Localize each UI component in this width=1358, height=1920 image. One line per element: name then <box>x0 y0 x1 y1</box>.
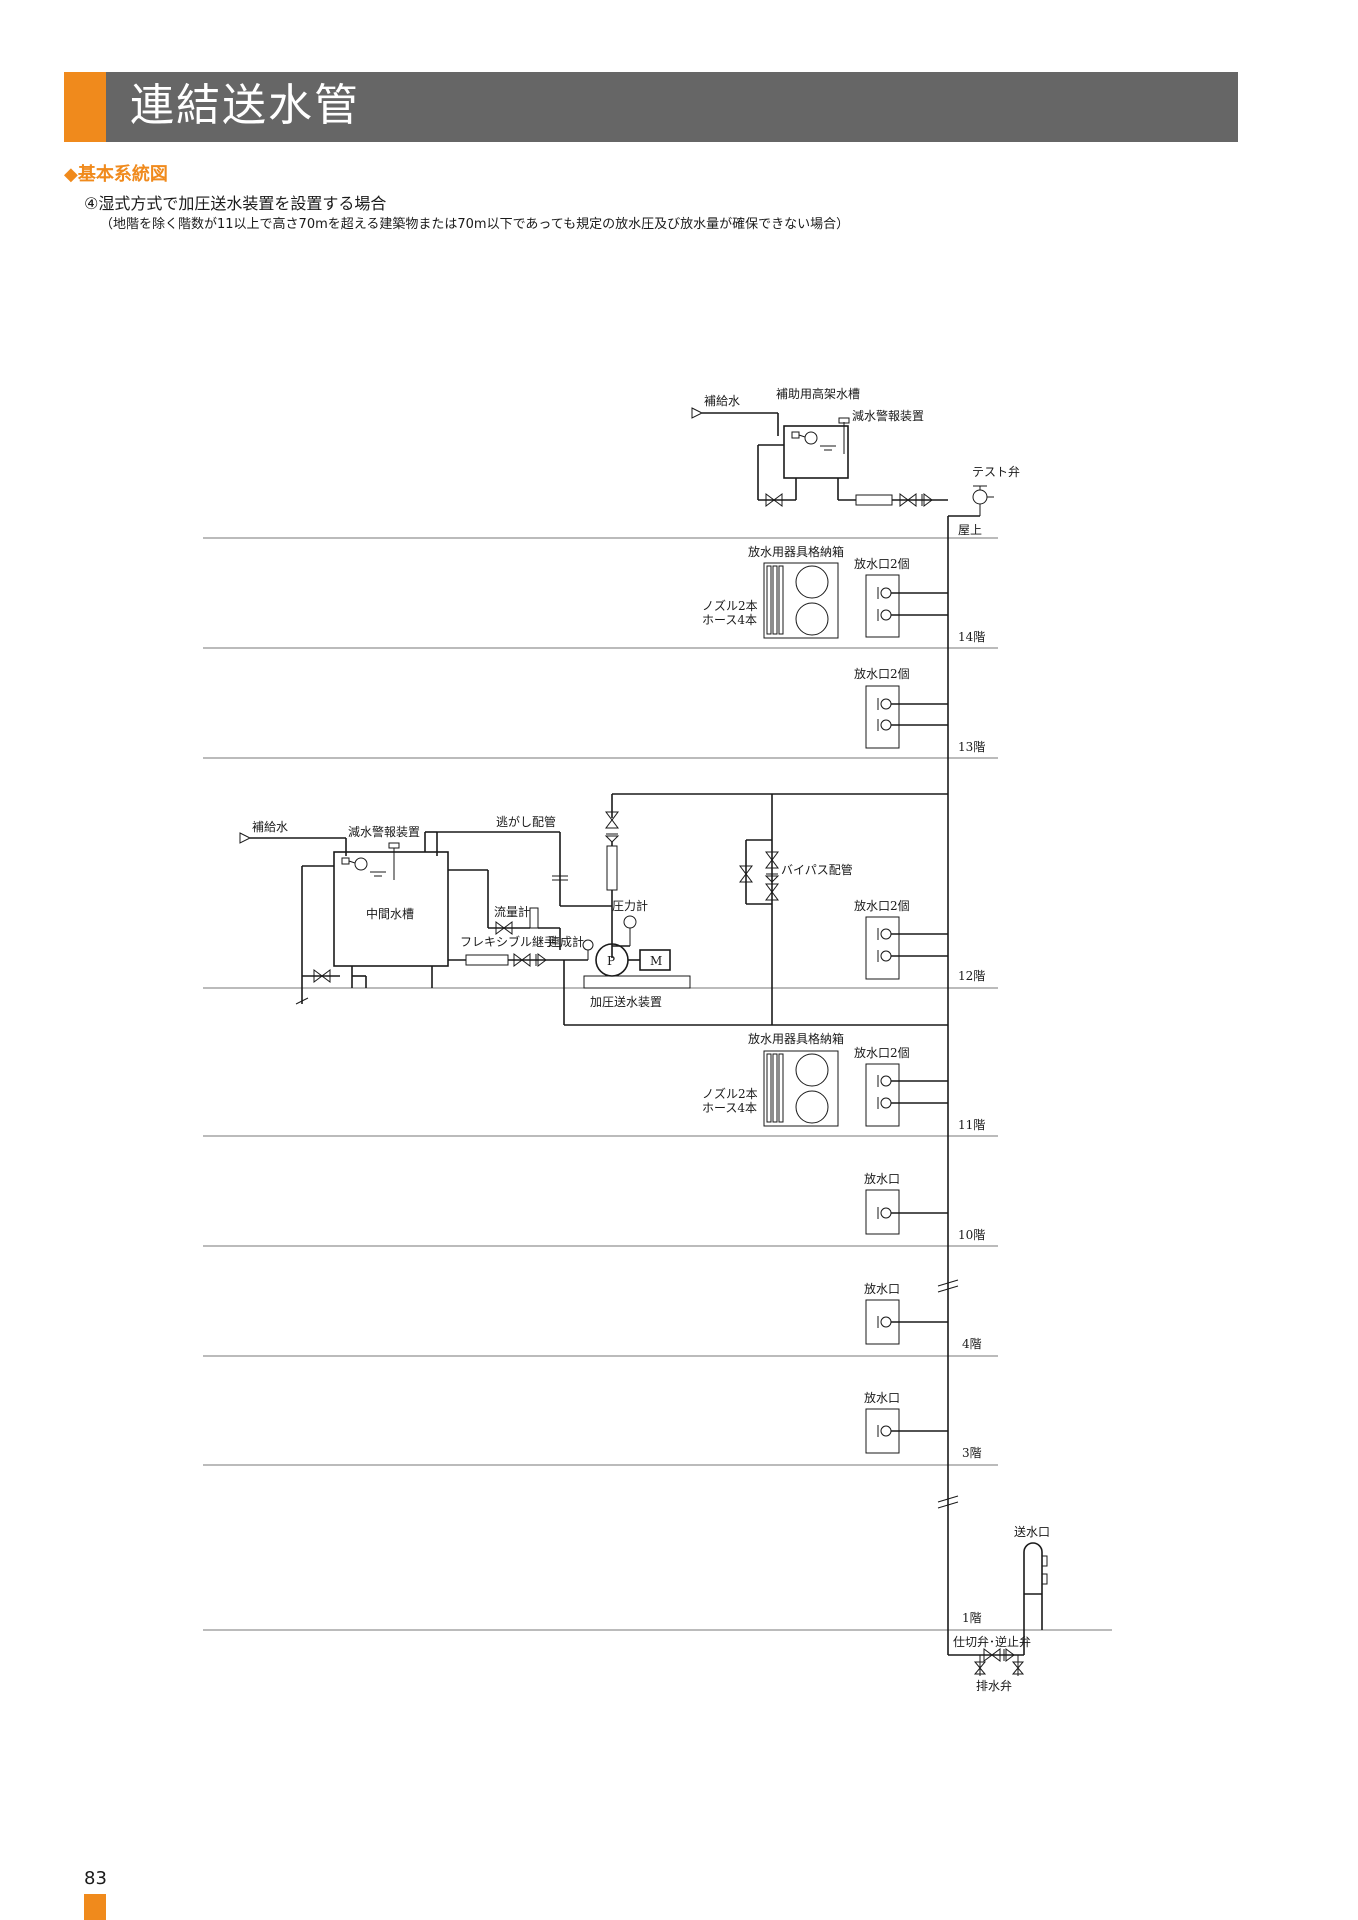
page-number: 83 <box>84 1868 107 1889</box>
motor <box>639 949 671 971</box>
floor-label-11: 11階 <box>958 1117 985 1132</box>
label-pressure-gauge: 圧力計 <box>612 898 648 913</box>
label-hose-11: ホース4本 <box>702 1101 757 1115</box>
floor-label-14: 14階 <box>958 629 985 644</box>
label-siamese: 送水口 <box>1014 1524 1050 1539</box>
flow-meter <box>529 907 539 929</box>
floor-label-10: 10階 <box>958 1227 985 1242</box>
floor-lines <box>203 537 1112 1631</box>
valve-drain <box>973 1661 1025 1675</box>
label-nozzle-11: ノズル2本 <box>702 1086 758 1101</box>
storage-box-11 <box>763 1050 839 1127</box>
page-title: 連結送水管 <box>130 80 360 131</box>
riser-break-upper <box>937 1279 959 1293</box>
flex-joint-suction <box>465 954 509 966</box>
valve-bypass-right <box>764 851 780 901</box>
label-outlet2-12: 放水口2個 <box>854 898 910 913</box>
label-hose-14: ホース4本 <box>702 613 757 627</box>
flex-joint-discharge <box>606 845 618 891</box>
label-booster: 加圧送水装置 <box>590 994 662 1009</box>
siamese-connection <box>1023 1542 1043 1630</box>
pump-base <box>583 975 691 989</box>
makeup-arrow-mid <box>239 832 252 844</box>
compound-gauge <box>582 939 594 951</box>
outlet-box-13 <box>865 685 900 749</box>
outlet-box-14 <box>865 574 900 638</box>
riser-break-lower <box>937 1495 959 1509</box>
label-intermediate-tank: 中間水槽 <box>366 906 414 921</box>
label-outlet2-11: 放水口2個 <box>854 1045 910 1060</box>
outlet-box-12 <box>865 916 900 980</box>
valve-discharge <box>604 811 620 843</box>
label-compound-gauge: 連成計 <box>548 934 584 949</box>
valve-suction <box>513 953 547 967</box>
label-makeup-water-top: 補給水 <box>704 394 740 408</box>
floor-label-12: 12階 <box>958 968 985 983</box>
test-valve <box>972 489 988 505</box>
makeup-arrow-top <box>691 407 704 419</box>
title-bar <box>64 72 1238 142</box>
pressure-gauge <box>623 915 637 929</box>
label-bypass-pipe: バイパス配管 <box>781 862 853 877</box>
floor-label-4: 4階 <box>962 1336 982 1351</box>
label-low-water-alarm-mid: 減水警報装置 <box>348 824 420 839</box>
label-outlet-3: 放水口 <box>864 1390 900 1405</box>
floor-label-3: 3階 <box>962 1445 982 1460</box>
label-storage-box-14: 放水用器具格納箱 <box>748 544 844 559</box>
floor-label-roof: 屋上 <box>958 523 982 537</box>
label-storage-box-11: 放水用器具格納箱 <box>748 1031 844 1046</box>
valve-aux-drain <box>765 493 783 507</box>
valve-tank-drain <box>313 969 331 983</box>
floor-label-1: 1階 <box>962 1610 982 1625</box>
label-outlet2-13: 放水口2個 <box>854 666 910 681</box>
flex-joint-top <box>855 494 893 506</box>
label-nozzle-14: ノズル2本 <box>702 598 758 613</box>
label-outlet-4: 放水口 <box>864 1281 900 1296</box>
title-accent <box>64 72 106 142</box>
page-tab <box>84 1894 106 1920</box>
label-outlet2-14: 放水口2個 <box>854 556 910 571</box>
label-test-valve: テスト弁 <box>972 464 1020 479</box>
valve-gate-check <box>983 1648 1015 1662</box>
label-pump: P <box>607 954 615 968</box>
outlet-box-11 <box>865 1063 900 1127</box>
outlet-box-10 <box>865 1189 900 1235</box>
valve-top <box>899 493 933 507</box>
label-low-water-alarm-top: 減水警報装置 <box>852 408 924 423</box>
label-flow-meter: 流量計 <box>494 904 530 919</box>
label-flex-joint: フレキシブル継手 <box>460 934 556 949</box>
label-gate-check: 仕切弁･逆止弁 <box>953 1634 1031 1649</box>
storage-box-14 <box>763 562 839 639</box>
label-aux-tank: 補助用高架水槽 <box>776 386 860 401</box>
valve-bypass-left <box>739 865 753 883</box>
label-outlet-10: 放水口 <box>864 1171 900 1186</box>
label-makeup-water-mid: 補給水 <box>252 820 288 834</box>
aux-tank <box>783 425 849 479</box>
case-note: （地階を除く階数が11以上で高さ70mを超える建築物または70m以下であっても規… <box>100 217 850 232</box>
floor-label-13: 13階 <box>958 739 985 754</box>
label-relief-pipe: 逃がし配管 <box>496 814 556 829</box>
label-drain-valve: 排水弁 <box>976 1678 1012 1693</box>
case-title: ④湿式方式で加圧送水装置を設置する場合 <box>84 194 387 213</box>
label-motor: M <box>650 954 662 968</box>
section-heading: ◆基本系統図 <box>64 164 168 185</box>
intermediate-tank <box>333 851 449 967</box>
